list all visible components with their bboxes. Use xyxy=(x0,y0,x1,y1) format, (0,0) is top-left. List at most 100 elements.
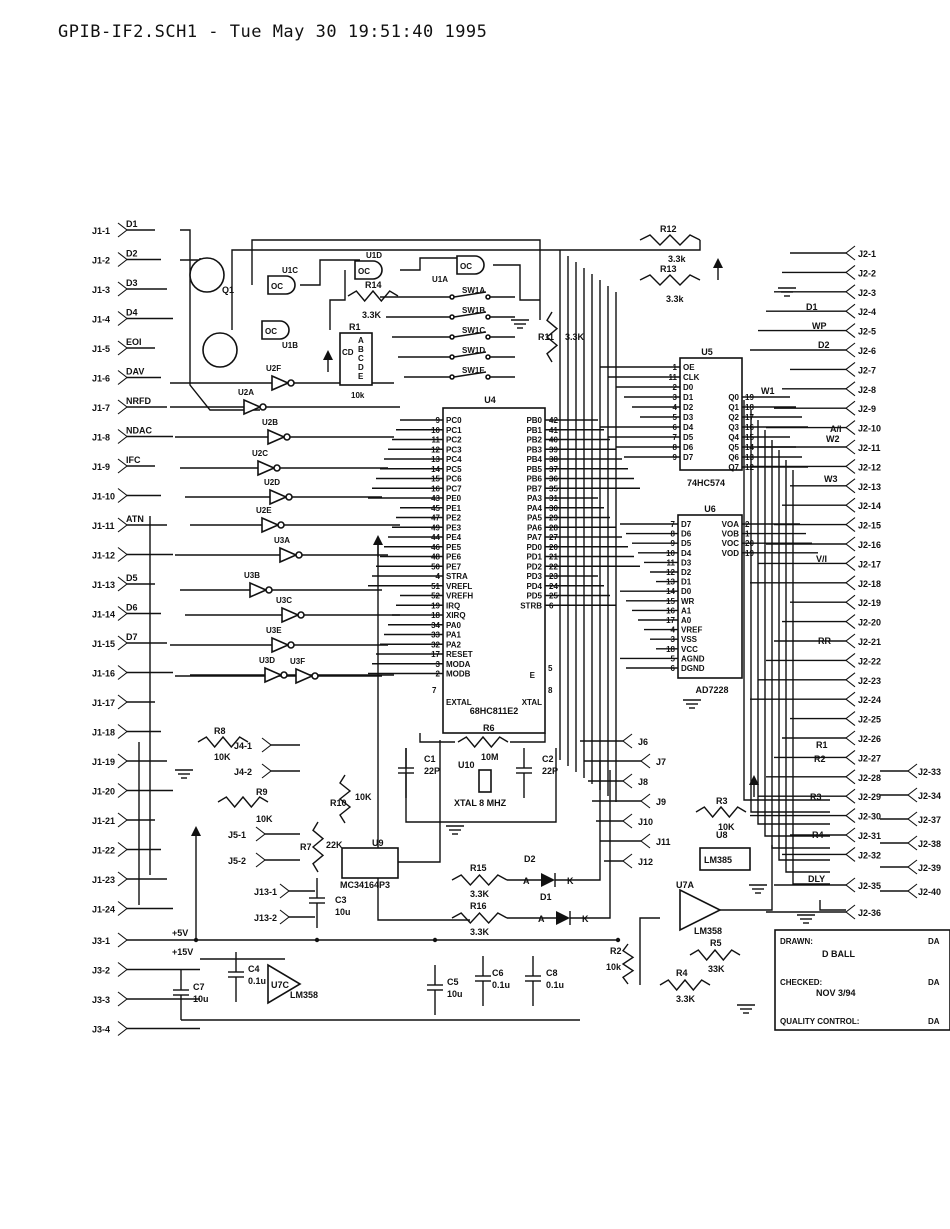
j1-pin-connector xyxy=(117,871,128,887)
transistor-q2 xyxy=(202,332,238,368)
j2-pin-label: J2-23 xyxy=(858,676,881,686)
u5-pin-name: Q1 xyxy=(728,403,739,412)
capacitor-value-label: 22P xyxy=(424,766,440,776)
inverter-gate xyxy=(279,546,298,564)
resistor-value-label: 10k xyxy=(606,962,622,972)
open-collector-gate xyxy=(456,255,485,275)
u4-pin-number: 20 xyxy=(549,543,558,552)
j1-pin-connector xyxy=(117,252,128,267)
resistor-symbol xyxy=(639,274,701,286)
u4-pin-name: PE6 xyxy=(446,553,462,562)
gate-label: U3C xyxy=(276,596,292,605)
u4-pin-number: 10 xyxy=(431,426,440,435)
inverter-gate xyxy=(280,671,288,679)
u5-pin-name: CLK xyxy=(683,373,700,382)
j2-pin-connector xyxy=(845,478,856,494)
inverter-gate xyxy=(259,403,267,411)
u4-pin-number: 7 xyxy=(432,686,437,695)
j2-pin-label: J2-5 xyxy=(858,327,876,337)
u6-pin-name: WR xyxy=(681,597,695,606)
wire xyxy=(757,420,830,825)
j2-pin-label: J2-3 xyxy=(858,288,876,298)
u5-pin-number: 8 xyxy=(673,443,678,452)
u4-pin-number: 28 xyxy=(549,523,558,532)
open-collector-gate xyxy=(354,260,383,280)
j2-pin-label: J2-26 xyxy=(858,734,881,744)
inverter-gate xyxy=(287,641,295,649)
j2-pin-connector xyxy=(845,555,856,571)
u5-pin-number: 4 xyxy=(673,403,678,412)
u8-reference-body xyxy=(699,847,751,871)
u4-pin-name: PD3 xyxy=(526,572,542,581)
u8-ref-label: U8 xyxy=(716,830,728,840)
inverter-gate xyxy=(281,606,300,624)
u4-pin-number: 2 xyxy=(436,670,441,679)
j2-pin-connector xyxy=(845,788,856,804)
jack-label: J7 xyxy=(656,757,666,767)
j2-pin-connector xyxy=(845,730,856,746)
u5-pin-number: 11 xyxy=(669,373,678,382)
j1-pin-connector xyxy=(117,429,128,444)
wire xyxy=(720,845,773,911)
jack-label: J11 xyxy=(656,837,671,847)
u5-pin-number: 17 xyxy=(745,413,754,422)
j2-pin-label: J2-13 xyxy=(858,482,881,492)
wire xyxy=(743,400,830,801)
u4-pin-name: PC0 xyxy=(446,416,462,425)
capacitor-value-label: 0.1u xyxy=(546,980,564,990)
u6-pin-number: 12 xyxy=(666,568,675,577)
u4-pin-number: 36 xyxy=(549,475,558,484)
switch-lever xyxy=(453,371,487,378)
capacitor-ref-label: C6 xyxy=(492,968,504,978)
j3-pin-label: J3-4 xyxy=(92,1025,110,1035)
u7c-part-name: LM358 xyxy=(290,990,318,1000)
capacitor-ref-label: C1 xyxy=(424,754,436,764)
jack-connector xyxy=(640,793,651,809)
j1-pin-connector xyxy=(117,370,128,385)
u4-pin-name: PB1 xyxy=(526,426,542,435)
u6-pin-name: A0 xyxy=(681,616,692,625)
j2-pin-label: J2-36 xyxy=(858,908,881,918)
gate-label: U2B xyxy=(262,418,278,427)
u4-pin-name: PC7 xyxy=(446,484,462,493)
u4-pin-name: RESET xyxy=(446,650,473,659)
resistor-ref-label: R3 xyxy=(716,796,728,806)
u10-value-label: XTAL 8 MHZ xyxy=(454,798,507,808)
u4-pin-number: 12 xyxy=(431,445,440,454)
j2-signal-label: WP xyxy=(812,321,827,331)
jack-label: J10 xyxy=(638,817,653,827)
switch-label: SW1D xyxy=(462,346,485,355)
resistor-ref-label: R5 xyxy=(710,938,722,948)
u5-pin-name: D4 xyxy=(683,423,694,432)
wire xyxy=(792,470,830,885)
supply-label-15v: +15V xyxy=(172,947,193,957)
j1-pin-connector xyxy=(117,606,128,621)
open-collector-gate xyxy=(261,320,290,340)
j1-pin-label: J1-4 xyxy=(92,315,110,325)
j1-signal-label: D6 xyxy=(126,603,138,613)
r1-value-label: 10k xyxy=(351,391,365,400)
u6-pin-name: VCC xyxy=(681,645,698,654)
switch-contact xyxy=(449,314,455,320)
j2-pin-connector xyxy=(845,400,856,416)
resistor-ref-label: R16 xyxy=(470,901,487,911)
j1-pin-label: J1-24 xyxy=(92,905,115,915)
u4-pin-number: 27 xyxy=(549,533,558,542)
u5-pin-name: D5 xyxy=(683,433,694,442)
j1-pin-label: J1-21 xyxy=(92,816,115,826)
switch-contact xyxy=(449,334,455,340)
j2-pin-connector xyxy=(845,245,856,261)
switch-contact xyxy=(449,374,455,380)
j3-pin-connector xyxy=(117,932,128,948)
u4-pin-number: 51 xyxy=(431,582,440,591)
j2-pin-connector xyxy=(845,303,856,319)
resistor-value-label: 10M xyxy=(481,752,499,762)
title-block-label: CHECKED: xyxy=(780,978,822,987)
u1d-label: U1D xyxy=(366,251,382,260)
u4-pin-name: PC4 xyxy=(446,455,462,464)
u4-pin-number: 17 xyxy=(431,650,440,659)
junction-dot xyxy=(432,937,438,943)
switch-contact xyxy=(485,374,491,380)
switch-label: SW1E xyxy=(462,366,485,375)
j5-pin-label: J5-1 xyxy=(228,830,246,840)
